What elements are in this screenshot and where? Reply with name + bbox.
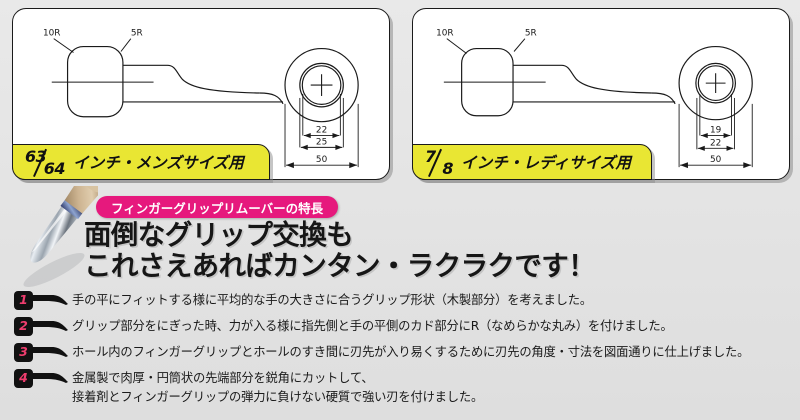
spec-panels: 10R 5R 22 25 50 63 64 インチ・メンズサイズ用	[0, 0, 800, 188]
feature-number: 4	[19, 370, 28, 386]
dim-inner: 19	[710, 126, 722, 136]
feature-text-4-line-1: 金属製で肉厚・円筒状の先端部分を鋭角にカットして、	[72, 371, 374, 385]
size-label-ladies: 7 8 インチ・レディサイズ用	[412, 144, 652, 180]
feature-marker-2: 2	[14, 317, 68, 338]
spec-panel-mens: 10R 5R 22 25 50 63 64 インチ・メンズサイズ用	[12, 8, 390, 180]
fraction-denominator: 64	[43, 159, 66, 178]
feature-item-2: 2 グリップ部分をにぎった時、力が入る様に指先側と手の平側のカド部分にR（なめら…	[0, 316, 800, 342]
marker-tail-icon	[32, 347, 68, 357]
feature-text-4-line-2: 接着剤とフィンガーグリップの弾力に負けない硬質で強い刃を付けました。	[72, 390, 484, 404]
feature-marker-3: 3	[14, 343, 68, 364]
feature-number-badge: 3	[14, 343, 33, 362]
feature-text-3: ホール内のフィンガーグリップとホールのすき間に刃先が入り易くするために刃先の角度…	[72, 345, 750, 359]
size-label-text: インチ・メンズサイズ用	[73, 154, 244, 172]
callout-10r: 10R	[43, 29, 60, 39]
marker-tail-icon	[32, 321, 68, 331]
feature-item-1: 1 手の平にフィットする様に平均的な手の大きさに合うグリップ形状（木製部分）を考…	[0, 290, 800, 316]
dim-middle: 25	[316, 137, 327, 147]
spec-panel-ladies: 10R 5R 19 22 50 7 8 インチ・レディサイズ用	[412, 8, 790, 180]
dim-outer: 50	[316, 155, 328, 165]
feature-text-2: グリップ部分をにぎった時、力が入る様に指先側と手の平側のカド部分にR（なめらかな…	[72, 319, 673, 333]
mens-technical-drawing: 10R 5R 22 25 50	[43, 29, 359, 169]
feature-number-badge: 2	[14, 317, 33, 336]
feature-marker-4: 4	[14, 369, 68, 390]
feature-badge: フィンガーグリップリムーバーの特長	[96, 196, 339, 218]
size-fraction-mens: 63 64	[25, 146, 67, 178]
dim-middle: 22	[710, 138, 721, 148]
feature-text-4: 金属製で肉厚・円筒状の先端部分を鋭角にカットして、 接着剤とフィンガーグリップの…	[72, 368, 483, 407]
feature-number: 1	[19, 292, 28, 308]
feature-number-badge: 1	[14, 291, 33, 310]
marker-tail-icon	[32, 373, 68, 383]
size-label-mens: 63 64 インチ・メンズサイズ用	[12, 144, 270, 180]
ladies-technical-drawing: 10R 5R 19 22 50	[436, 29, 753, 169]
callout-10r: 10R	[436, 29, 453, 39]
size-label-text: インチ・レディサイズ用	[461, 154, 632, 172]
feature-number: 2	[19, 318, 28, 334]
fraction-numerator: 7	[425, 147, 436, 166]
feature-text-1: 手の平にフィットする様に平均的な手の大きさに合うグリップ形状（木製部分）を考えま…	[72, 293, 592, 307]
feature-list: 1 手の平にフィットする様に平均的な手の大きさに合うグリップ形状（木製部分）を考…	[0, 290, 800, 420]
grip-remover-tool-icon	[23, 186, 98, 288]
feature-number: 3	[19, 344, 28, 360]
feature-marker-1: 1	[14, 291, 68, 312]
feature-badge-text: フィンガーグリップリムーバーの特長	[111, 200, 324, 216]
fraction-denominator: 8	[442, 159, 453, 178]
dim-inner: 22	[316, 126, 327, 136]
marker-tail-icon	[32, 295, 68, 305]
headline-text: 面倒なグリップ交換も これさえあればカンタン・ラクラクです！	[84, 220, 784, 282]
feature-item-3: 3 ホール内のフィンガーグリップとホールのすき間に刃先が入り易くするために刃先の…	[0, 342, 800, 368]
headline-line-2: これさえあればカンタン・ラクラクです！	[84, 250, 596, 282]
feature-item-4: 4 金属製で肉厚・円筒状の先端部分を鋭角にカットして、 接着剤とフィンガーグリッ…	[0, 368, 800, 416]
feature-number-badge: 4	[14, 369, 33, 388]
callout-5r: 5R	[131, 29, 143, 39]
dim-outer: 50	[710, 155, 722, 165]
callout-5r: 5R	[525, 29, 537, 39]
headline-section: フィンガーグリップリムーバーの特長 面倒なグリップ交換も これさえあればカンタン…	[0, 186, 800, 290]
size-fraction-ladies: 7 8	[425, 146, 455, 178]
headline-line-1: 面倒なグリップ交換も	[84, 219, 354, 251]
